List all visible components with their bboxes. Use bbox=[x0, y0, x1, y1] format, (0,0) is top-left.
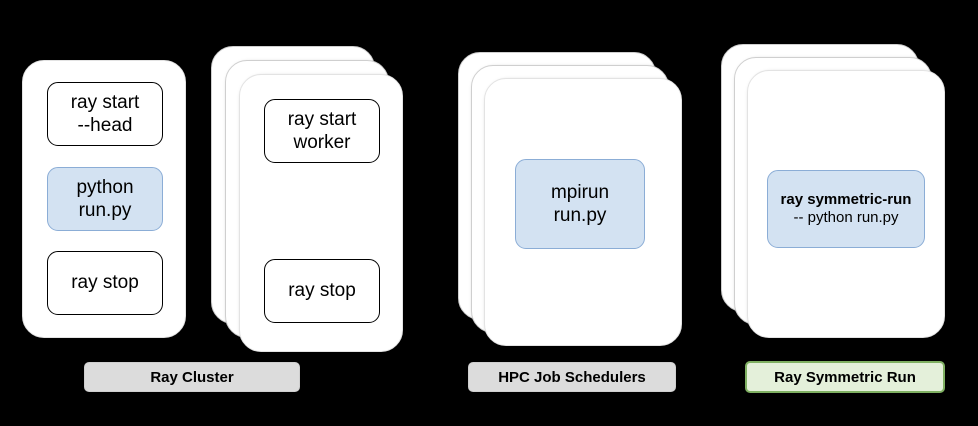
command-line-1: ray stop bbox=[288, 280, 356, 302]
command-line-1: ray start bbox=[70, 91, 140, 113]
group-label-text: HPC Job Schedulers bbox=[498, 368, 646, 386]
command-line-1: ray start bbox=[287, 108, 357, 130]
command-line-2: -- python run.py bbox=[793, 209, 899, 226]
group-label-hpc-job-schedulers: HPC Job Schedulers bbox=[468, 362, 676, 392]
command-box-ray-stop-head: ray stop bbox=[47, 251, 163, 315]
group-label-text: Ray Cluster bbox=[150, 368, 234, 386]
group-label-ray-cluster: Ray Cluster bbox=[84, 362, 300, 392]
command-line-2: run.py bbox=[78, 200, 132, 221]
command-line-2: run.py bbox=[553, 205, 607, 226]
command-line-1: python bbox=[76, 176, 134, 198]
command-line-1: mpirun bbox=[550, 181, 610, 203]
group-label-text: Ray Symmetric Run bbox=[774, 368, 916, 386]
command-line-1: ray symmetric-run bbox=[780, 190, 912, 208]
command-line-2: --head bbox=[77, 115, 133, 136]
command-box-ray-start-head: ray start --head bbox=[47, 82, 163, 146]
group-label-ray-symmetric-run: Ray Symmetric Run bbox=[745, 361, 945, 393]
command-box-python-run-py: python run.py bbox=[47, 167, 163, 231]
command-box-ray-stop-worker: ray stop bbox=[264, 259, 380, 323]
command-box-mpirun-run-py: mpirun run.py bbox=[515, 159, 645, 249]
command-box-ray-symmetric-run: ray symmetric-run -- python run.py bbox=[767, 170, 925, 248]
command-line-1: ray stop bbox=[71, 272, 139, 294]
command-line-2: worker bbox=[293, 132, 351, 153]
command-box-ray-start-worker: ray start worker bbox=[264, 99, 380, 163]
